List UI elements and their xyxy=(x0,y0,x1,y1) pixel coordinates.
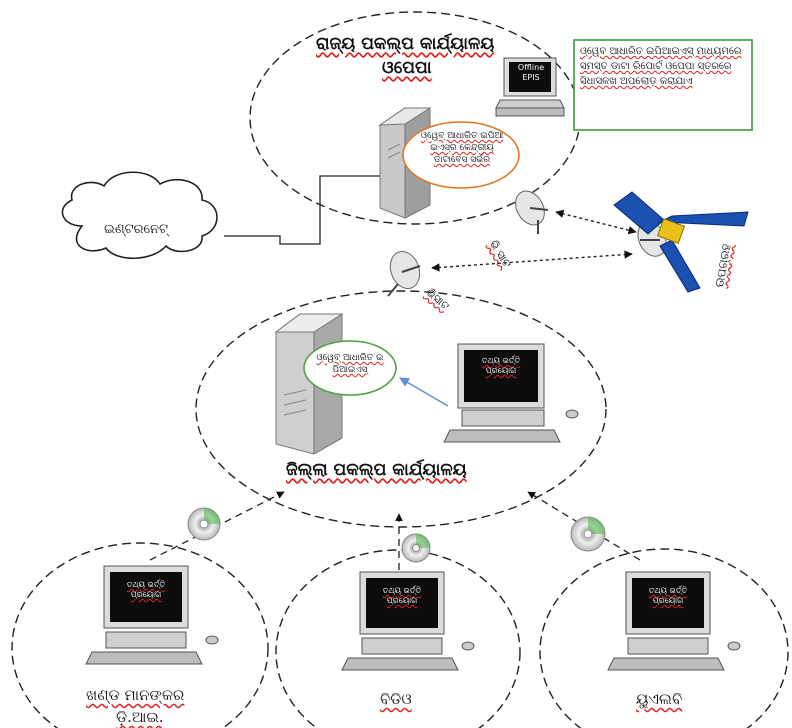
district-data-arrow xyxy=(399,377,449,407)
state-org-label: ଓପେପା xyxy=(382,58,432,78)
bdo-computer xyxy=(341,571,475,671)
block-office-region xyxy=(11,542,269,728)
state-server-note-text: ଓ୍ୱେବ୍ ଆଧାରିତ ଇପିଆଇଏସ୍ର କେନ୍ଦ୍ରୀୟ ଡାଟାବେ… xyxy=(420,131,504,165)
internet-label: ଇଣ୍ଟରନେଟ୍ xyxy=(104,222,168,237)
district-office-label: ଜିଲ୍ଲା ପକଲ୍ପ କାର୍ଯ୍ୟାଳୟ xyxy=(286,460,467,480)
offline-screen-line2: EPIS xyxy=(522,73,540,82)
district-server-note-text: ଓ୍ୱେବ୍ ଆଧାରିତ ଇପିଆଇଏସ୍ xyxy=(316,353,384,375)
district-office-region xyxy=(195,290,607,528)
district-server-note-ellipse xyxy=(303,340,397,396)
block-screen-text: ତଥ୍ୟ ଭର୍ତ୍ତି ପ୍ରୟୋଗ xyxy=(126,580,166,599)
ulb-office-label: ୟୁଏଲବି xyxy=(636,690,683,708)
block-office-label-line1: ଖଣ୍ଡ ମାନଙ୍କର xyxy=(86,686,185,704)
offline-screen-line1: Offline xyxy=(517,63,545,72)
vsat-dish-state xyxy=(515,190,549,234)
district-computer xyxy=(443,343,579,443)
cd-disc-block xyxy=(187,507,221,541)
bdo-office-label: ବିଡିଓ xyxy=(380,690,412,708)
offline-note-box xyxy=(573,39,753,131)
internet-cloud xyxy=(61,171,218,259)
ulb-computer xyxy=(607,571,741,671)
vsat-dish-district xyxy=(387,251,421,297)
state-server-note-ellipse xyxy=(402,121,520,189)
cd-disc-ulb xyxy=(570,516,606,552)
dish-link-lower xyxy=(431,250,633,272)
ulb-office-region xyxy=(539,548,789,728)
dish-link-upper xyxy=(555,209,637,235)
offline-epis-screen: Offline EPIS xyxy=(511,63,551,83)
bdo-screen-text: ତଥ୍ୟ ଭର୍ତ୍ତି ପ୍ରୟୋଗ xyxy=(382,586,422,605)
offline-epis-computer xyxy=(495,57,565,117)
block-office-label-line2: ଡ଼ି.ଆଇ. xyxy=(116,708,164,726)
internet-link-line xyxy=(224,175,380,245)
satellite xyxy=(613,191,749,293)
state-office-label: ରାଜ୍ୟ ପକଲ୍ପ କାର୍ଯ୍ୟାଳୟ xyxy=(316,34,495,54)
cd-disc-bdo xyxy=(401,533,431,563)
district-screen-text: ତଥ୍ୟ ଭର୍ତ୍ତି ପ୍ରୟୋଗ xyxy=(481,356,521,375)
offline-note-text: ଓ୍ୱେବ ଆଧାରିତ ଇପିଆଇଏସ୍ ମାଧ୍ୟମରେ ସମସ୍ତ ଡାଟ… xyxy=(580,46,742,87)
bdo-office-region xyxy=(275,549,521,728)
ulb-screen-text: ତଥ୍ୟ ଭର୍ତ୍ତି ପ୍ରୟୋଗ xyxy=(648,586,688,605)
block-computer xyxy=(85,565,219,665)
